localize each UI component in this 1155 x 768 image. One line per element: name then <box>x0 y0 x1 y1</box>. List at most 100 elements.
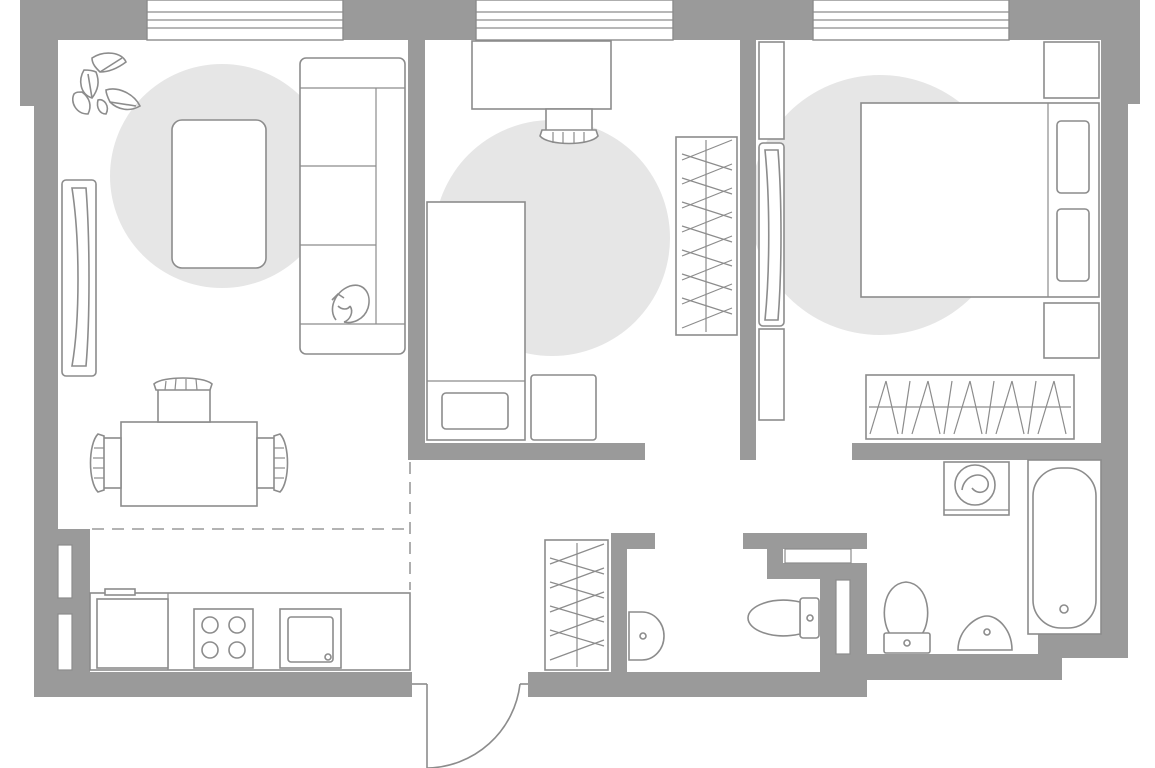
wall-interior-1 <box>408 40 425 460</box>
dining-table <box>120 421 258 507</box>
dining-set <box>89 377 289 507</box>
wall-toilet-left <box>611 533 627 672</box>
chair-top-slat-b <box>174 378 177 391</box>
rug <box>171 119 267 269</box>
niche-lower <box>57 613 73 671</box>
bath-wall-niche <box>835 579 851 655</box>
bathroom-sink <box>957 615 1013 651</box>
window-living <box>146 0 344 41</box>
sofa-icon <box>299 57 406 355</box>
tv-screen <box>71 187 90 367</box>
walls <box>20 0 1140 697</box>
wall-bedroom2-bottom <box>852 443 1101 460</box>
bed-2-pillow-top <box>1056 120 1090 194</box>
toilet-room <box>628 597 820 661</box>
tv-stand-frame <box>61 179 97 377</box>
bathroom-sink-bowl <box>957 615 1013 651</box>
hall-wardrobe-hanger-8 <box>549 639 605 661</box>
bed-1 <box>426 201 526 441</box>
wardrobe-2-hanger-9 <box>995 380 1013 435</box>
chair-right-back <box>273 433 289 493</box>
wall-openings <box>57 544 852 671</box>
bathroom-toilet <box>883 581 931 654</box>
wardrobe-2-hanger-0 <box>869 380 887 435</box>
wardrobe-2-hanger-5 <box>943 380 953 435</box>
wall-top-mid-right <box>673 0 813 40</box>
entrance-door <box>412 683 528 768</box>
wardrobe-2-hanger-6 <box>953 380 971 435</box>
wall-notch-right <box>1101 40 1140 104</box>
nightstand-2-top <box>1043 41 1100 99</box>
wardrobe-1-hanger-14 <box>681 307 733 329</box>
washer-frame <box>943 461 1010 516</box>
window-bedroom-2 <box>812 0 1010 41</box>
washer-door <box>954 464 996 506</box>
chair-right <box>256 433 289 493</box>
bathtub-basin <box>1032 467 1097 629</box>
chair-top-slat-a <box>164 380 167 391</box>
chair-left-back <box>89 433 105 493</box>
wall-cabinet-tv-screen <box>764 149 782 321</box>
wall-cabinet-tv <box>758 142 785 327</box>
kitchen-sink-drain <box>324 653 332 661</box>
wc-flush <box>806 614 814 622</box>
bathtub-drain <box>1059 604 1069 614</box>
kitchen-counter <box>89 588 411 671</box>
wall-toilet-top-right <box>743 533 867 549</box>
wall-right <box>1101 104 1128 658</box>
bedroom-1 <box>426 40 738 441</box>
kitchen-sink <box>279 608 342 669</box>
wardrobe-2 <box>865 374 1075 440</box>
bed-2-pillow-bottom <box>1056 208 1090 282</box>
bathroom-toilet-bowl <box>883 581 929 635</box>
wc-tank <box>799 597 820 639</box>
wc-bowl <box>747 599 801 637</box>
sofa-frame <box>299 57 406 355</box>
wall-cabinet <box>758 41 785 421</box>
fridge-handle <box>104 588 136 596</box>
nightstand-1 <box>530 374 597 441</box>
hallway <box>544 539 609 671</box>
wardrobe-2-hanger-11 <box>1027 380 1037 435</box>
bed-1-pillow <box>441 392 509 430</box>
burner-1 <box>201 616 219 634</box>
burner-4 <box>228 641 246 659</box>
wardrobe-2-hanger-12 <box>1037 380 1055 435</box>
wall-top-mid-left <box>343 0 476 40</box>
stove-frame <box>193 608 254 669</box>
bathtub-frame <box>1027 459 1102 635</box>
wall-bottom-left <box>34 672 412 697</box>
desk-top <box>471 40 612 110</box>
burner-3 <box>201 641 219 659</box>
wall-bedroom1-bottom <box>408 443 645 460</box>
chair-top-slat-d <box>195 378 198 391</box>
sink-icon <box>628 611 665 661</box>
fridge <box>96 598 169 669</box>
tv-stand <box>61 179 97 377</box>
nightstand-2-bottom <box>1043 302 1100 359</box>
wall-interior-2 <box>740 40 756 460</box>
kitchen-divider <box>92 462 411 590</box>
toilet-room-sink-drain <box>639 632 647 640</box>
burner-2 <box>228 616 246 634</box>
door-swing-arc <box>426 683 521 768</box>
chair-top-back <box>153 377 213 391</box>
toilet-icon <box>747 597 820 639</box>
kitchen-sink-basin <box>287 616 334 663</box>
bathroom <box>883 459 1102 654</box>
wall-top-right <box>1009 0 1140 40</box>
wardrobe-2-hanger-10 <box>1011 380 1025 435</box>
wardrobe-2-hanger-1 <box>885 380 899 435</box>
wardrobe-2-hanger-3 <box>911 380 929 435</box>
washer-swirl <box>961 474 989 494</box>
wardrobe-2-hanger-2 <box>901 380 911 435</box>
wardrobe-2-hanger-4 <box>927 380 941 435</box>
plant-icon <box>72 52 142 115</box>
wall-bottom-mid <box>528 672 867 697</box>
desk-chair-back <box>539 129 599 145</box>
bathroom-toilet-flush <box>903 639 911 647</box>
wardrobe-1 <box>675 136 738 336</box>
wall-top-left <box>20 0 147 40</box>
